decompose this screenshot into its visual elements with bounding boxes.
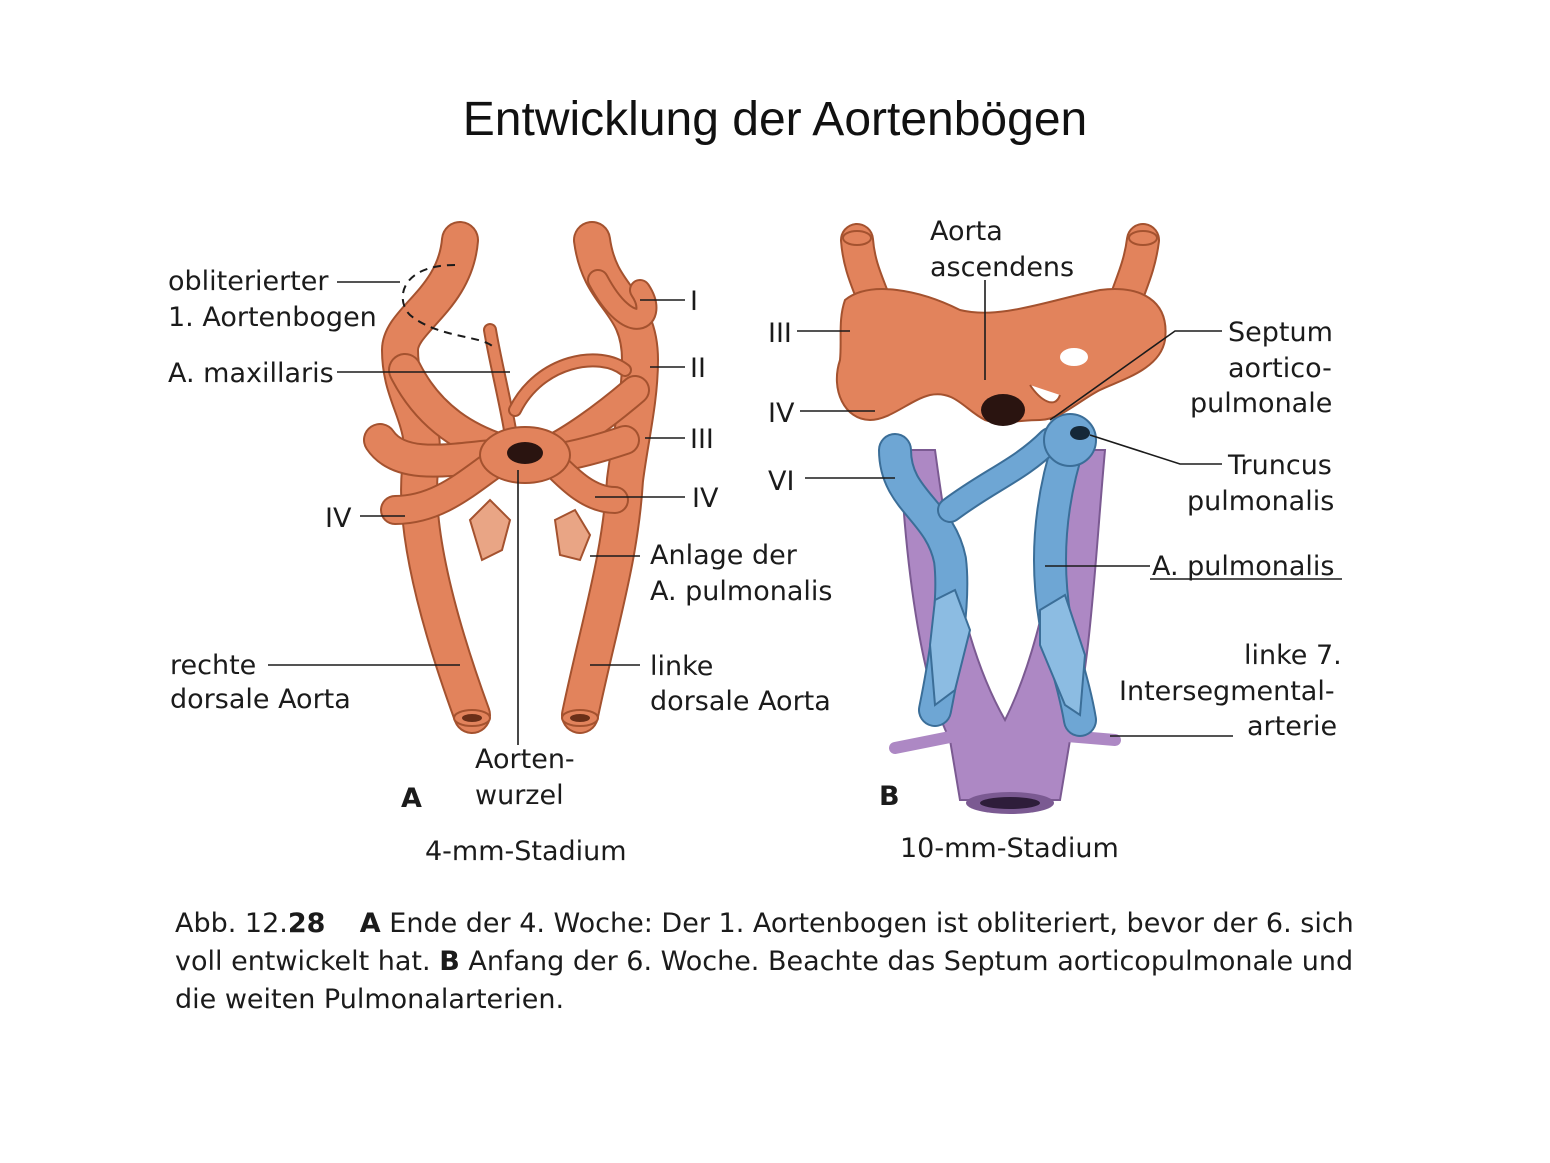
label-rechte: rechte xyxy=(170,650,256,681)
label-a-maxillaris: A. maxillaris xyxy=(168,358,334,389)
panel-b-letter: B xyxy=(879,781,900,812)
label-a-pulmonalis-b: A. pulmonalis xyxy=(1152,551,1334,582)
label-linke: linke xyxy=(650,651,713,682)
figure-caption: Abb. 12.28 A Ende der 4. Woche: Der 1. A… xyxy=(175,905,1365,1019)
label-ascendens: ascendens xyxy=(930,252,1074,283)
label-arch-iii-a: III xyxy=(690,424,714,455)
label-arch-iv-b: IV xyxy=(768,398,795,429)
label-rechte-dorsale-aorta: dorsale Aorta xyxy=(170,684,351,715)
label-pulmonale: pulmonale xyxy=(1190,388,1332,419)
leader-lines xyxy=(268,280,1342,745)
label-linke-7: linke 7. xyxy=(1244,640,1342,671)
caption-fig-prefix: Abb. 12. xyxy=(175,908,288,939)
label-obliterierter: obliterierter xyxy=(168,266,329,297)
panel-b-illustration xyxy=(835,223,1167,814)
label-arch-iv-right-a: IV xyxy=(325,503,352,534)
label-arch-vi-b: VI xyxy=(768,466,794,497)
caption-fig-number: 28 xyxy=(287,908,326,939)
label-aorta: Aorta xyxy=(930,216,1003,247)
label-aorten: Aorten- xyxy=(475,744,575,775)
label-arch-i: I xyxy=(690,286,698,317)
label-anlage-pulmonalis: A. pulmonalis xyxy=(650,576,832,607)
caption-a-marker: A xyxy=(359,908,381,939)
label-wurzel: wurzel xyxy=(475,780,564,811)
label-intersegmental: Intersegmental- xyxy=(1119,676,1335,707)
label-truncus-pulmonalis: pulmonalis xyxy=(1187,486,1334,517)
label-septum: Septum xyxy=(1228,317,1333,348)
label-1-aortenbogen: 1. Aortenbogen xyxy=(168,302,377,333)
panel-a-letter: A xyxy=(401,783,422,814)
caption-b-text: Anfang der 6. Woche. Beachte das Septum … xyxy=(175,946,1354,1015)
label-anlage-der: Anlage der xyxy=(650,540,798,571)
panel-b-stage: 10-mm-Stadium xyxy=(900,833,1119,864)
label-linke-dorsale-aorta: dorsale Aorta xyxy=(650,686,831,717)
label-arterie: arterie xyxy=(1247,711,1337,742)
label-arch-iv-left-a: IV xyxy=(692,483,719,514)
page-title: Entwicklung der Aortenbögen xyxy=(462,93,1088,146)
caption-a-text: Ende der 4. Woche: Der 1. Aortenbogen is… xyxy=(175,908,1354,977)
panel-a-stage: 4-mm-Stadium xyxy=(425,836,627,867)
label-truncus: Truncus xyxy=(1227,450,1332,481)
label-aortico: aortico- xyxy=(1228,353,1332,384)
label-arch-iii-b: III xyxy=(768,318,792,349)
panel-a-illustration xyxy=(363,221,659,734)
caption-b-marker: B xyxy=(439,946,460,977)
label-arch-ii: II xyxy=(690,353,706,384)
